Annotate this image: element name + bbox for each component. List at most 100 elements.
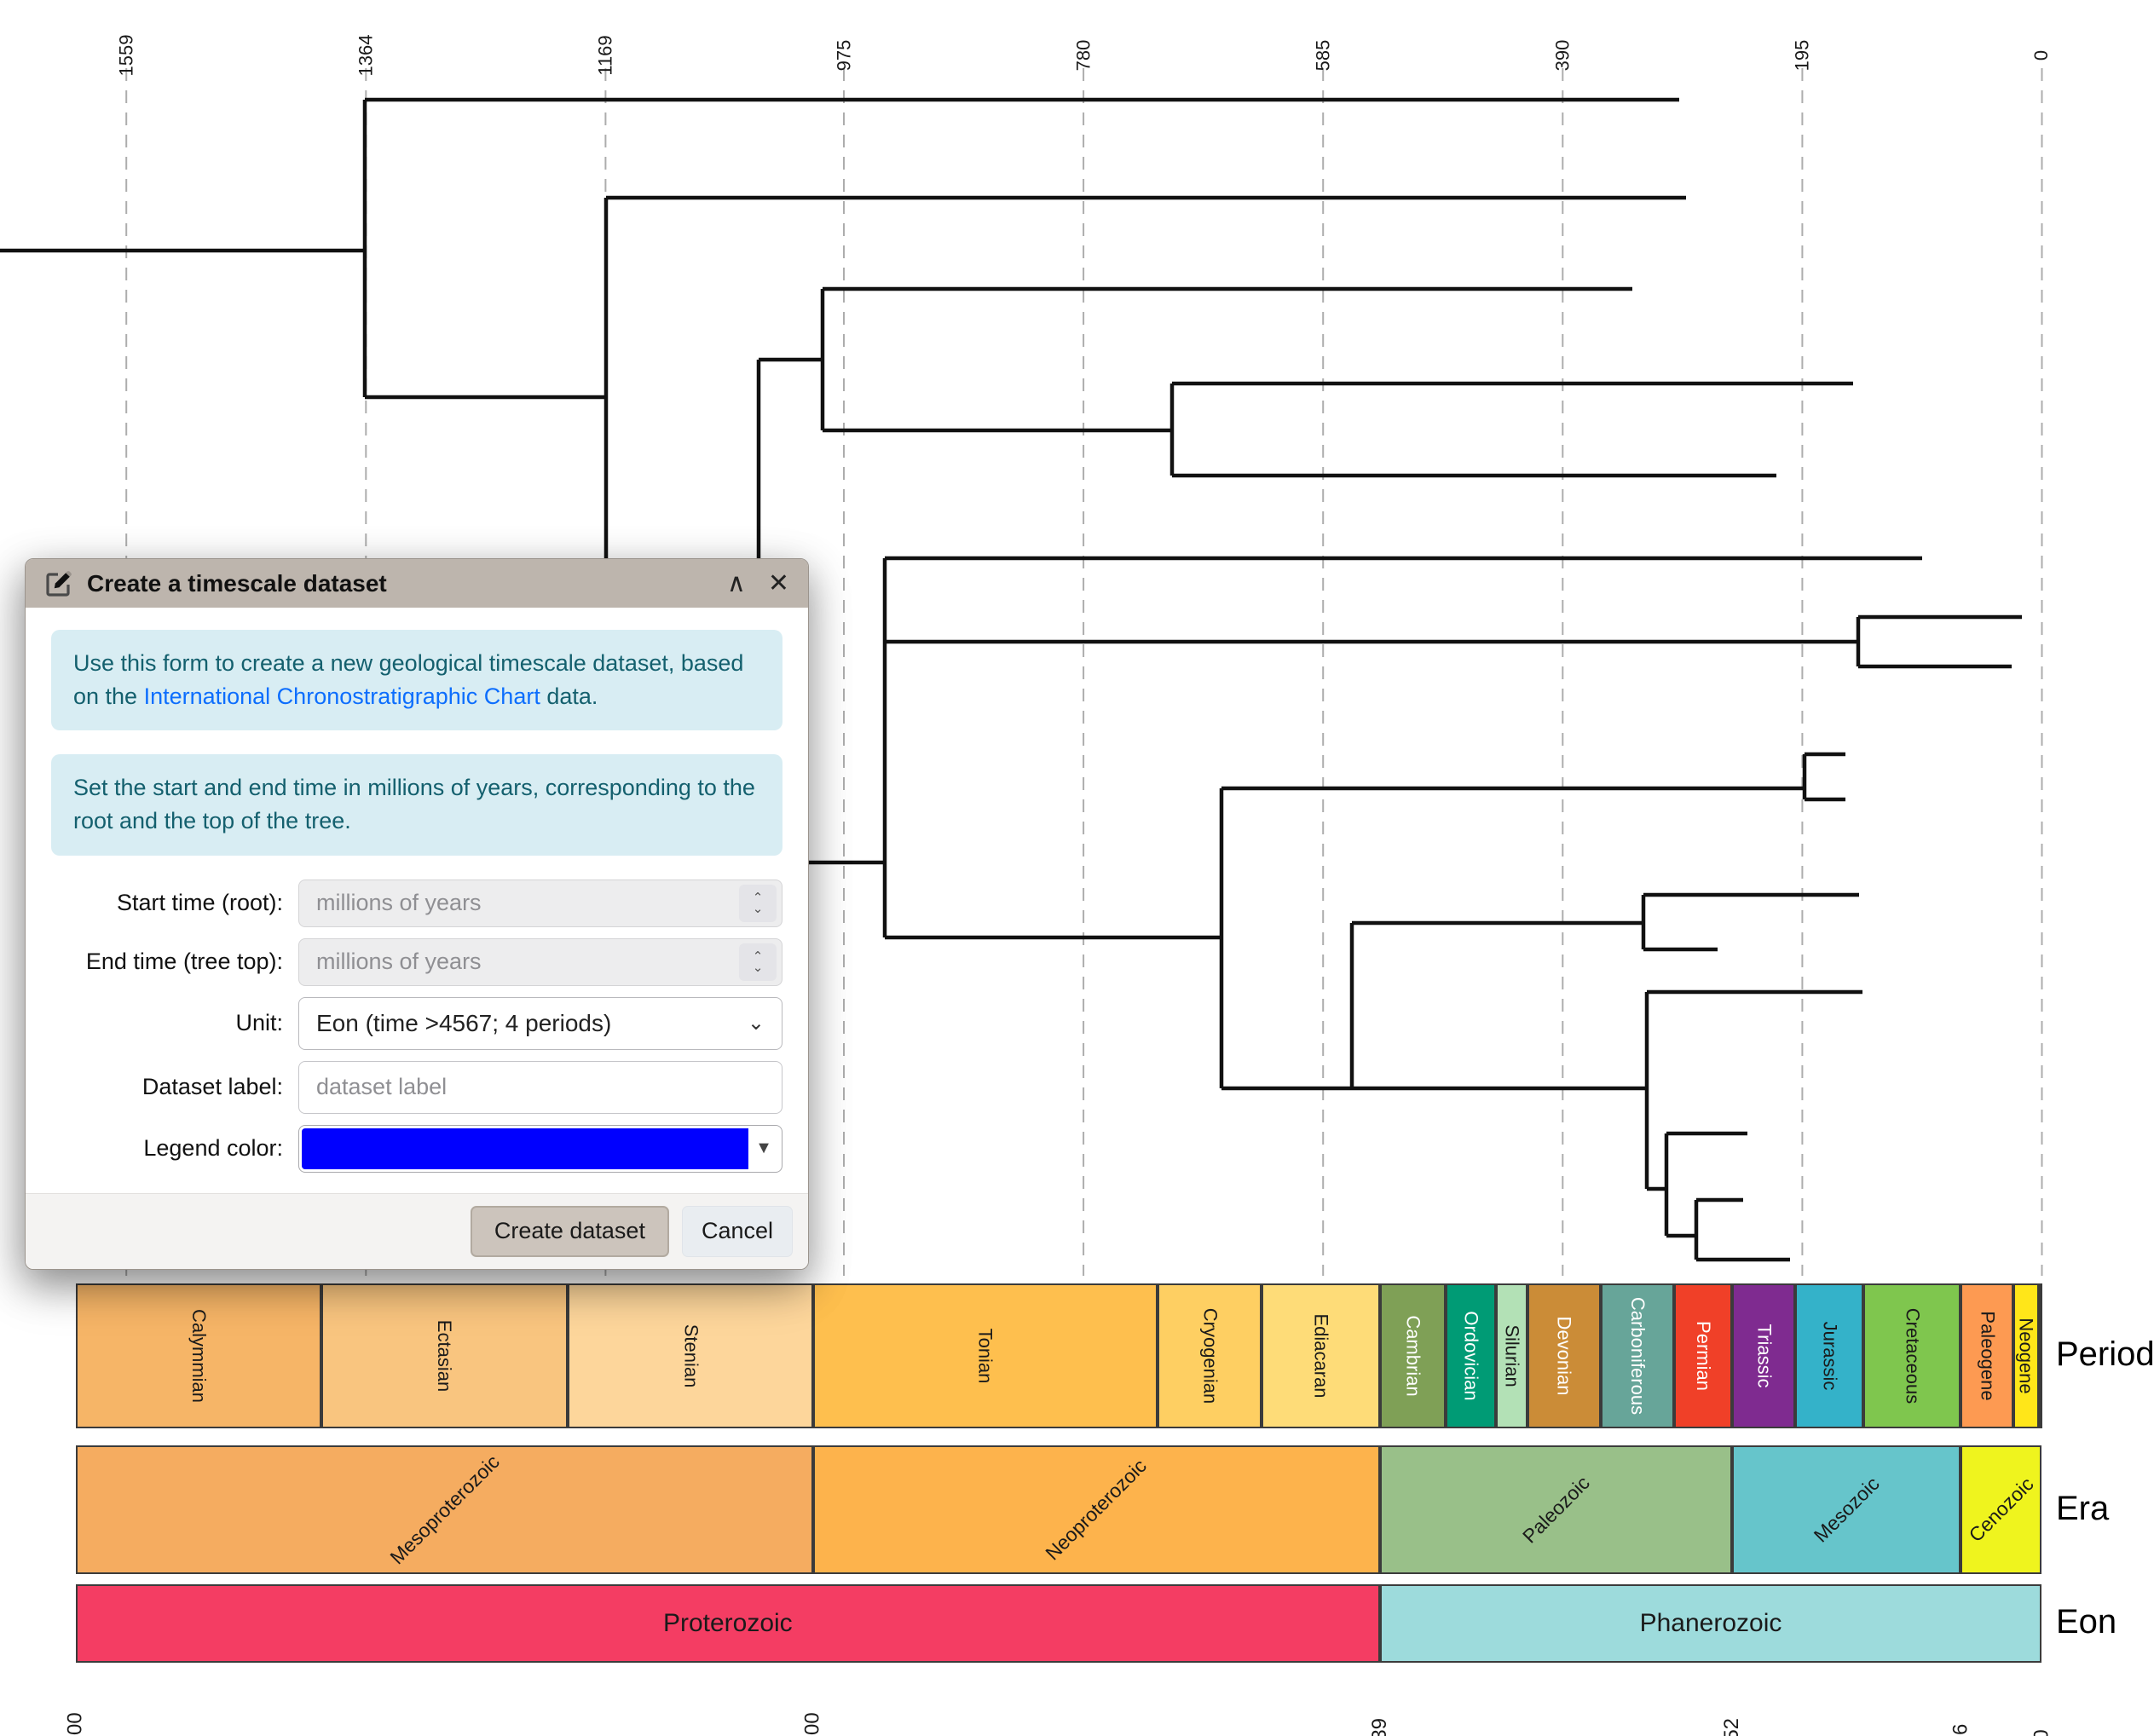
- dataset-label-row: Dataset label:: [51, 1060, 782, 1114]
- dropdown-arrow-icon: ▼: [755, 1139, 772, 1158]
- bottom-axis-tick-539: 539: [1366, 1670, 1395, 1736]
- timescale-unit-label: Carboniferous: [1627, 1296, 1649, 1416]
- timescale-unit-label: Silurian: [1501, 1324, 1523, 1387]
- legend-color-picker[interactable]: ▼: [298, 1124, 782, 1173]
- end-time-row: End time (tree top): ⌃⌄: [51, 937, 782, 986]
- dataset-label-input[interactable]: [315, 1073, 766, 1102]
- timescale-unit-label: Mesoproterozoic: [384, 1450, 504, 1569]
- bottom-axis-tick-label: 252: [1720, 1717, 1744, 1736]
- bottom-axis-tick-66: 66: [1946, 1670, 1975, 1736]
- timescale-unit-label: Ordovician: [1460, 1311, 1482, 1401]
- start-time-stepper[interactable]: ⌃⌄: [739, 884, 777, 922]
- period-cell-permian: Permian: [1674, 1283, 1733, 1428]
- unit-select[interactable]: Eon (time >4567; 4 periods) ⌄: [298, 996, 782, 1050]
- end-time-input[interactable]: [315, 948, 739, 977]
- bottom-axis-tick-0: 0: [2028, 1670, 2057, 1736]
- timescale-unit-label: Calymmian: [188, 1308, 211, 1404]
- legend-color-label: Legend color:: [143, 1135, 283, 1162]
- info-intro-tail: data.: [540, 683, 598, 710]
- period-cell-stenian: Stenian: [567, 1283, 813, 1428]
- dialog-title: Create a timescale dataset: [87, 569, 387, 597]
- timescale-unit-label: Permian: [1693, 1321, 1715, 1391]
- info-box-intro: Use this form to create a new geological…: [51, 630, 782, 731]
- top-axis-tick-label: 0: [2030, 49, 2053, 61]
- period-cell-cretaceous: Cretaceous: [1863, 1283, 1961, 1428]
- chronostratigraphic-chart-link[interactable]: International Chronostratigraphic Chart: [143, 683, 540, 710]
- cancel-button[interactable]: Cancel: [681, 1205, 793, 1257]
- top-axis-tick-585: 585: [1308, 0, 1337, 72]
- top-axis-tick-label: 1559: [115, 34, 137, 77]
- dialog-body: Use this form to create a new geological…: [26, 608, 808, 1173]
- collapse-icon[interactable]: ∧: [726, 568, 746, 597]
- bottom-axis-tick-1600: 1600: [61, 1670, 90, 1736]
- create-dataset-button[interactable]: Create dataset: [470, 1205, 669, 1257]
- period-cell-cambrian: Cambrian: [1379, 1283, 1447, 1428]
- unit-label: Unit:: [235, 1010, 283, 1036]
- close-icon[interactable]: ✕: [767, 568, 789, 597]
- era-cell-neoproterozoic: Neoproterozoic: [813, 1445, 1380, 1574]
- top-axis-tick-975: 975: [829, 0, 858, 72]
- timescale-unit-label: Cryogenian: [1198, 1307, 1221, 1404]
- unit-select-value: Eon (time >4567; 4 periods): [316, 1009, 612, 1036]
- timescale-unit-label: Ectasian: [434, 1319, 456, 1393]
- row-label-era: Era: [2056, 1489, 2110, 1527]
- period-cell-paleogene: Paleogene: [1961, 1283, 2014, 1428]
- top-axis-tick-label: 195: [1791, 39, 1813, 72]
- timescale-unit-label: Phanerozoic: [1639, 1609, 1782, 1637]
- timescale-unit-label: Neogene: [2016, 1318, 2038, 1394]
- timescale-unit-label: Ediacaran: [1310, 1313, 1332, 1399]
- start-time-input[interactable]: [315, 889, 739, 918]
- eon-cell-proterozoic: Proterozoic: [76, 1584, 1380, 1663]
- bottom-axis-tick-label: 1000: [801, 1712, 825, 1736]
- timescale-unit-label: Jurassic: [1819, 1321, 1841, 1391]
- bottom-axis-tick-label: 1600: [64, 1712, 88, 1736]
- create-timescale-dialog: Create a timescale dataset ∧ ✕ Use this …: [25, 558, 809, 1270]
- period-cell-devonian: Devonian: [1527, 1283, 1601, 1428]
- bottom-axis-tick-label: 539: [1367, 1717, 1391, 1736]
- period-cell-ediacaran: Ediacaran: [1262, 1283, 1380, 1428]
- timescale-unit-label: Paleozoic: [1517, 1471, 1594, 1548]
- bottom-axis-tick-label: 66: [1949, 1723, 1972, 1736]
- legend-color-row: Legend color: ▼: [51, 1124, 782, 1173]
- timescale-unit-label: Cretaceous: [1902, 1307, 1924, 1404]
- period-cell-silurian: Silurian: [1496, 1283, 1527, 1428]
- top-axis-tick-780: 780: [1069, 0, 1098, 72]
- period-cell-ordovician: Ordovician: [1446, 1283, 1497, 1428]
- end-time-label: End time (tree top):: [85, 949, 283, 975]
- era-cell-cenozoic: Cenozoic: [1961, 1445, 2042, 1574]
- period-cell-quaternary: [2038, 1283, 2042, 1428]
- period-cell-jurassic: Jurassic: [1794, 1283, 1864, 1428]
- top-axis-tick-1364: 1364: [351, 0, 380, 77]
- period-cell-calymmian: Calymmian: [76, 1283, 322, 1428]
- era-cell-paleozoic: Paleozoic: [1379, 1445, 1733, 1574]
- start-time-label: Start time (root):: [116, 890, 283, 916]
- timescale-unit-label: Stenian: [679, 1324, 702, 1388]
- top-axis-tick-1169: 1169: [591, 0, 620, 75]
- info-intro-text: Use this form to create a new geological…: [73, 650, 744, 710]
- top-axis-tick-1559: 1559: [112, 0, 141, 77]
- dataset-label-label: Dataset label:: [141, 1074, 283, 1100]
- timescale-unit-label: Paleogene: [1977, 1311, 1999, 1401]
- end-time-stepper[interactable]: ⌃⌄: [739, 943, 777, 981]
- top-axis-tick-label: 1169: [594, 35, 616, 76]
- top-axis-tick-label: 585: [1312, 39, 1334, 72]
- top-axis-tick-label: 975: [833, 39, 855, 72]
- chevron-down-icon: ⌄: [747, 1012, 765, 1035]
- row-label-eon: Eon: [2056, 1603, 2117, 1641]
- period-cell-ectasian: Ectasian: [321, 1283, 568, 1428]
- unit-row: Unit: Eon (time >4567; 4 periods) ⌄: [51, 996, 782, 1050]
- period-cell-triassic: Triassic: [1732, 1283, 1795, 1428]
- top-axis-tick-label: 390: [1551, 39, 1574, 72]
- top-axis-tick-0: 0: [2028, 0, 2057, 66]
- pencil-square-icon: [44, 569, 73, 598]
- timescale-unit-label: Proterozoic: [662, 1609, 793, 1637]
- top-axis-tick-390: 390: [1548, 0, 1577, 72]
- timescale-unit-label: Cenozoic: [1964, 1473, 2038, 1547]
- legend-color-swatch: [302, 1128, 748, 1169]
- dialog-header[interactable]: Create a timescale dataset ∧ ✕: [26, 559, 808, 608]
- timescale-unit-label: Triassic: [1753, 1324, 1775, 1388]
- top-axis-tick-label: 1364: [355, 34, 377, 77]
- timescale-unit-label: Devonian: [1553, 1316, 1575, 1396]
